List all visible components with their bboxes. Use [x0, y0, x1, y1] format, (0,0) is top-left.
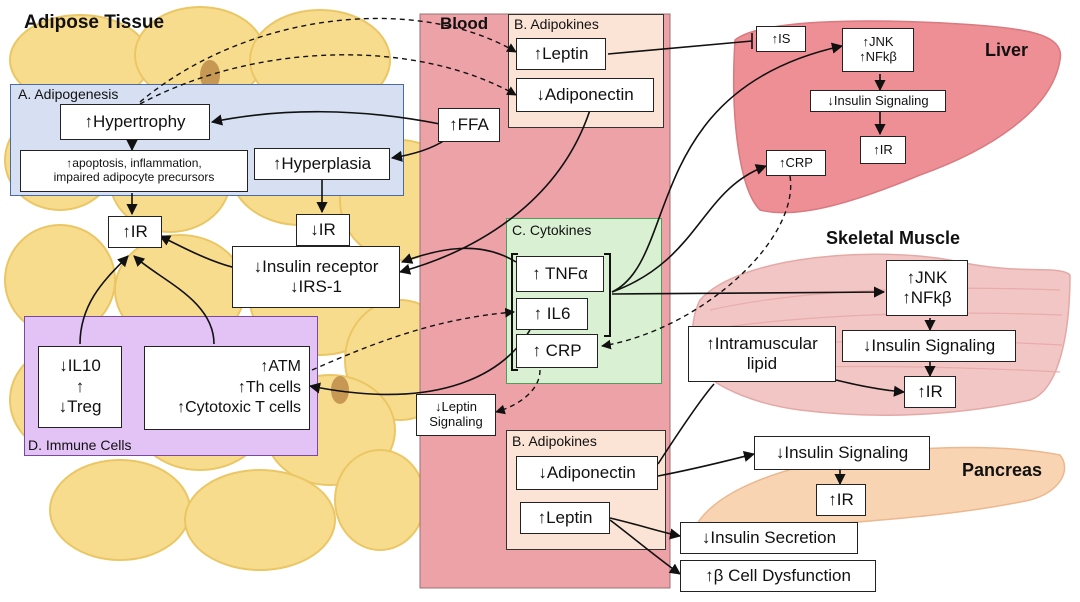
dashed-atm-to-il6 [311, 307, 515, 371]
tnfa-box: ↑ TNFα [516, 256, 604, 292]
arrow-leptin-inhibits-is [607, 40, 753, 55]
skeletal-muscle-title: Skeletal Muscle [826, 228, 961, 248]
arrow-cytokines-to-muscle [611, 286, 886, 298]
ffa-box: ↑FFA [438, 108, 500, 142]
liver-is-box: ↑IS [756, 26, 806, 52]
il10-treg-box: ↓IL10 ↑ ↓Treg [38, 346, 122, 428]
arrow-leptin-to-beta-cell [609, 519, 681, 575]
leptin-top-box: ↑Leptin [516, 38, 606, 70]
dashed-crp-to-blood-crp [601, 175, 792, 350]
pancreas-insulin-signaling-box: ↓Insulin Signaling [754, 436, 930, 470]
dashed-hypertrophy-to-adiponectin [139, 54, 517, 105]
muscle-insulin-signaling-box: ↓Insulin Signaling [842, 330, 1016, 362]
cytokines-panel-title: C. Cytokines [512, 222, 592, 238]
insulin-receptor-box: ↓Insulin receptor ↓IRS-1 [232, 246, 400, 308]
hypertrophy-box: ↑Hypertrophy [60, 104, 210, 140]
adipokines-top-panel-title: B. Adipokines [514, 16, 599, 32]
arrow-atm-to-ir [133, 255, 215, 345]
adipogenesis-panel-title: A. Adipogenesis [18, 86, 119, 102]
arrow-cytokines-to-liver-crp [611, 164, 768, 293]
blood-title: Blood [440, 14, 489, 33]
leptin-signaling-box: ↓Leptin Signaling [416, 394, 496, 436]
liver-ir-box: ↑IR [860, 136, 906, 164]
hyperplasia-box: ↑Hyperplasia [254, 148, 390, 180]
arrow-cytokines-to-liver-jnk [611, 42, 844, 293]
leptin-bottom-box: ↑Leptin [520, 502, 610, 534]
adipokines-bottom-panel-title: B. Adipokines [512, 433, 597, 449]
arrow-il10-to-ir [79, 255, 129, 345]
pancreas-title: Pancreas [962, 460, 1043, 480]
arrow-ffa-to-hyperplasia [390, 139, 446, 162]
adipose-tissue-title: Adipose Tissue [24, 12, 165, 33]
pancreas-ir-box: ↑IR [816, 484, 866, 516]
crp-blood-box: ↑ CRP [516, 334, 598, 368]
arrow-il6-to-atm [308, 329, 531, 396]
muscle-ir-box: ↑IR [904, 376, 956, 408]
arrow-insulin-receptor-to-ir [158, 235, 237, 269]
arrow-adiponectin-to-lipid [657, 383, 715, 465]
liver-insulin-signaling-box: ↓Insulin Signaling [810, 90, 946, 112]
liver-crp-box: ↑CRP [766, 150, 826, 176]
arrow-leptin-to-insulin-secretion [609, 517, 682, 540]
cytokines-left-bracket [511, 253, 518, 371]
beta-cell-box: ↑β Cell Dysfunction [680, 560, 876, 592]
arrow-adiponectin-to-insulin-receptor [398, 109, 591, 275]
dashed-hypertrophy-to-leptin [139, 17, 517, 103]
ir-left-box: ↑IR [108, 216, 162, 248]
atm-cells-box: ↑ATM ↑Th cells ↑Cytotoxic T cells [144, 346, 310, 430]
insulin-secretion-box: ↓Insulin Secretion [680, 522, 858, 554]
liver-title: Liver [985, 40, 1029, 60]
liver-jnk-box: ↑JNK ↑NFkβ [842, 28, 914, 72]
muscle-jnk-box: ↑JNK ↑NFkβ [886, 260, 968, 316]
apoptosis-box: ↑apoptosis, inflammation, impaired adipo… [20, 150, 248, 192]
arrow-ffa-to-hypertrophy [210, 110, 441, 126]
arrow-adiponectin-to-pancreas-signaling [657, 451, 756, 477]
dashed-crp-to-leptin-signaling [495, 369, 541, 415]
arrow-tnfa-to-insulin-receptor [400, 247, 517, 264]
adiponectin-bottom-box: ↓Adiponectin [516, 456, 658, 490]
immune-cells-panel-title: D. Immune Cells [28, 437, 132, 453]
intramuscular-lipid-box: ↑Intramuscular lipid [688, 326, 836, 382]
arrow-lipid-to-ir [835, 379, 906, 397]
il6-box: ↑ IL6 [516, 298, 588, 330]
ir-mid-box: ↓IR [296, 214, 350, 246]
cytokines-right-bracket [604, 253, 611, 337]
adiponectin-top-box: ↓Adiponectin [516, 78, 654, 112]
